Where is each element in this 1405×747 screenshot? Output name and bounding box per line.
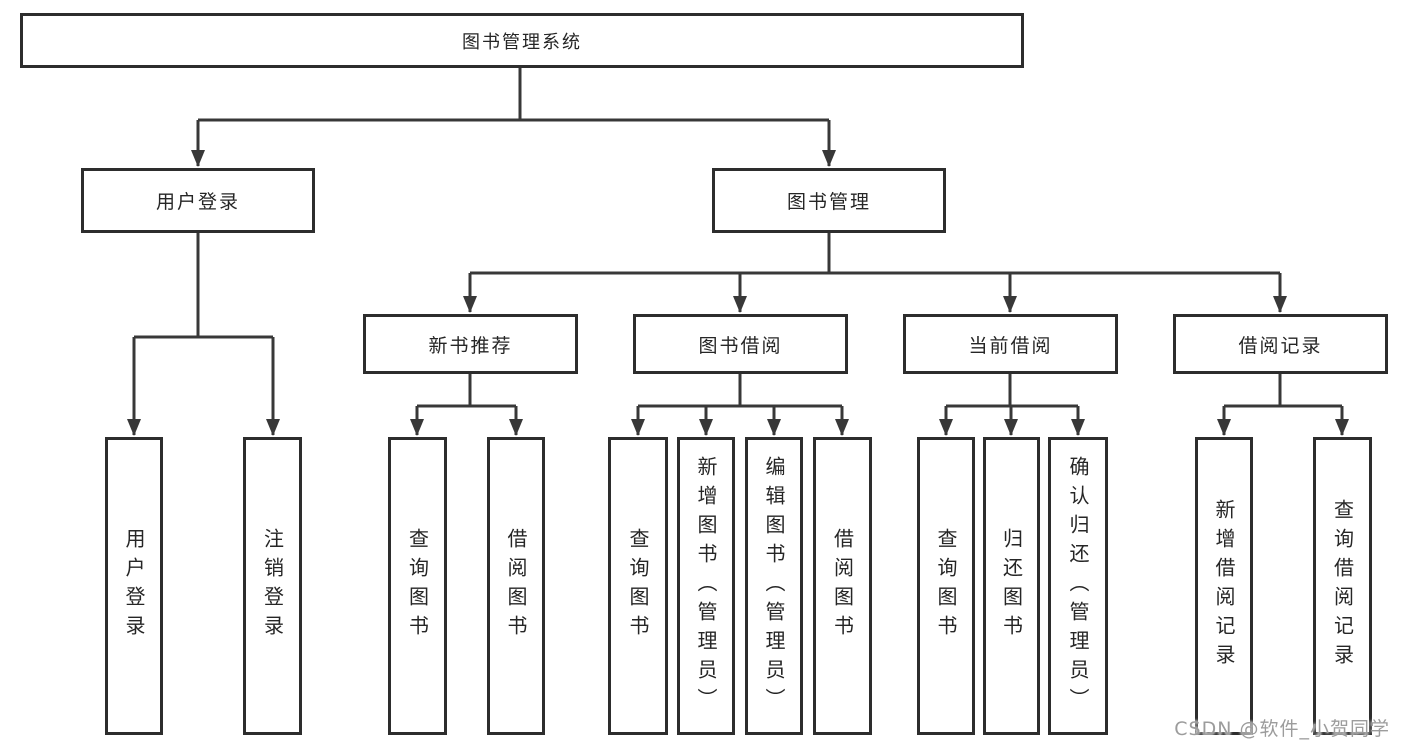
node-label: 借阅图书 [830, 528, 855, 644]
node-label: 用户登录 [155, 191, 240, 213]
node-label: 查询图书 [934, 528, 958, 644]
leaf-user-login: 用户登录 [105, 437, 163, 735]
leaf-return-book: 归还图书 [983, 437, 1040, 735]
node-label: 查询借阅记录 [1330, 499, 1355, 673]
leaf-query-borrow-record: 查询借阅记录 [1313, 437, 1372, 735]
node-label: 查询图书 [405, 528, 430, 644]
node-label: 新增借阅记录 [1212, 499, 1236, 673]
node-label: 编辑图书（管理员） [762, 455, 786, 717]
node-label: 图书管理 [786, 191, 871, 213]
node-borrowing-records: 借阅记录 [1173, 314, 1388, 374]
node-label: 归还图书 [999, 528, 1024, 644]
leaf-edit-book-admin: 编辑图书（管理员） [745, 437, 803, 735]
node-label: 确认归还（管理员） [1066, 455, 1090, 717]
node-label: 借阅图书 [504, 528, 528, 644]
leaf-add-borrow-record: 新增借阅记录 [1195, 437, 1253, 735]
leaf-query-books-borrowing: 查询图书 [608, 437, 668, 735]
node-label: 借阅记录 [1238, 334, 1323, 357]
leaf-borrow-books-recommend: 借阅图书 [487, 437, 545, 735]
leaf-confirm-return-admin: 确认归还（管理员） [1048, 437, 1108, 735]
node-current-borrowing: 当前借阅 [903, 314, 1118, 374]
node-library-management-system: 图书管理系统 [20, 13, 1024, 68]
node-label: 图书管理系统 [462, 31, 582, 53]
leaf-query-books-current: 查询图书 [917, 437, 975, 735]
node-book-borrowing: 图书借阅 [633, 314, 848, 374]
node-label: 当前借阅 [968, 334, 1053, 357]
node-new-book-recommend: 新书推荐 [363, 314, 578, 374]
node-label: 注销登录 [260, 528, 285, 644]
node-label: 用户登录 [122, 528, 146, 644]
leaf-borrow-books-borrowing: 借阅图书 [813, 437, 872, 735]
leaf-query-books-recommend: 查询图书 [388, 437, 447, 735]
node-label: 新增图书（管理员） [694, 455, 718, 717]
node-user-login: 用户登录 [81, 168, 315, 233]
leaf-add-book-admin: 新增图书（管理员） [677, 437, 735, 735]
watermark: CSDN @软件_小贺同学 [1174, 718, 1390, 740]
node-label: 新书推荐 [428, 334, 513, 357]
leaf-logout: 注销登录 [243, 437, 302, 735]
node-label: 图书借阅 [698, 334, 783, 357]
node-label: 查询图书 [626, 528, 650, 644]
node-book-management: 图书管理 [712, 168, 946, 233]
